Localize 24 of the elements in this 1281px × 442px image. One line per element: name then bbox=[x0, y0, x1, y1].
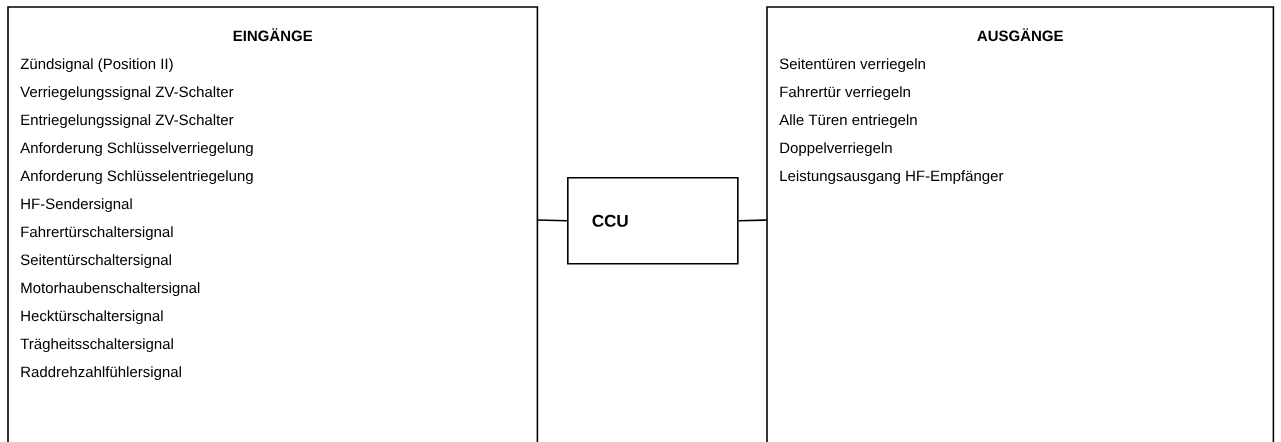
list-item: Anforderung Schlüsselverriegelung bbox=[20, 142, 253, 157]
list-item: Anforderung Schlüsselentriegelung bbox=[20, 170, 253, 185]
list-item: Fahrertür verriegeln bbox=[780, 86, 910, 101]
list-item: Entriegelungssignal ZV-Schalter bbox=[21, 114, 234, 129]
list-item: Seitentüren verriegeln bbox=[779, 58, 925, 73]
panel-box bbox=[7, 6, 539, 442]
list-item: Trägheitsschaltersignal bbox=[20, 338, 173, 353]
list-item: Zündsignal (Position II) bbox=[20, 58, 173, 73]
panel-heading: AUSGÄNGE bbox=[977, 28, 1063, 42]
list-item: Raddrehzahlfühlersignal bbox=[21, 366, 181, 381]
list-item: Alle Türen entriegeln bbox=[779, 114, 917, 129]
list-item: Hecktürschaltersignal bbox=[21, 310, 163, 325]
connector-line bbox=[536, 219, 568, 222]
list-item: HF-Sendersignal bbox=[21, 198, 132, 213]
panel-heading: EINGÄNGE bbox=[233, 28, 313, 42]
list-item: Verriegelungssignal ZV-Schalter bbox=[20, 86, 234, 101]
process-box: CCU bbox=[567, 177, 739, 265]
list-item: Motorhaubenschaltersignal bbox=[21, 282, 200, 297]
panel-box bbox=[766, 6, 1275, 442]
list-item: Leistungsausgang HF-Empfänger bbox=[780, 170, 1004, 185]
list-item: Seitentürschaltersignal bbox=[20, 254, 171, 269]
list-item: Doppelverriegeln bbox=[780, 142, 892, 157]
list-item: Fahrertürschaltersignal bbox=[21, 226, 173, 241]
connector-line bbox=[737, 219, 768, 222]
